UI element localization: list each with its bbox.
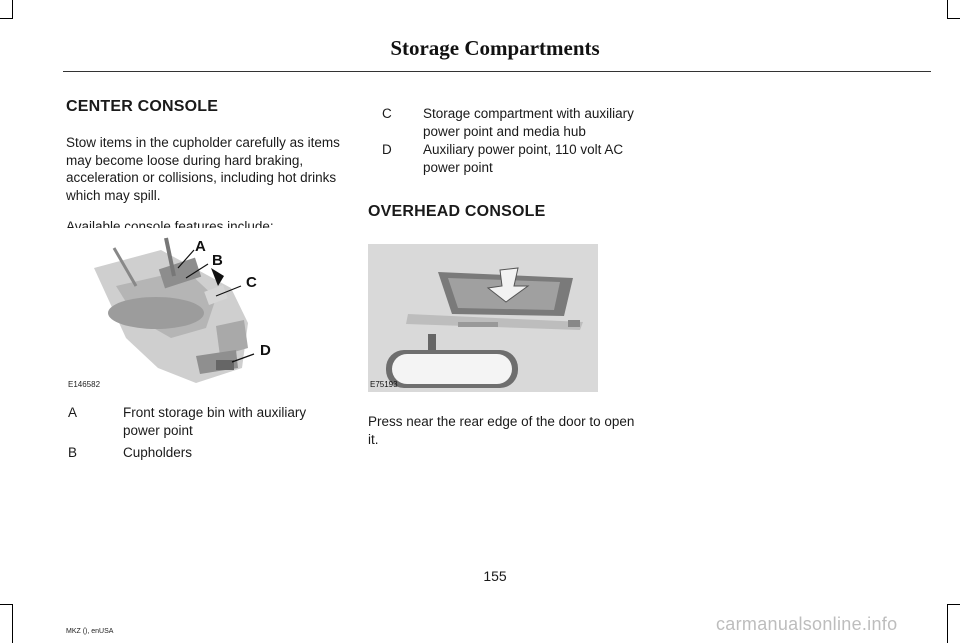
- crop-mark-top-right-h: [947, 18, 960, 19]
- legend-key: A: [68, 405, 78, 420]
- crop-mark-top-left-h: [0, 18, 13, 19]
- legend-text: Auxiliary power point, 110 volt AC power…: [423, 142, 624, 175]
- center-console-illustration: [94, 237, 255, 383]
- legend-key: B: [68, 445, 78, 460]
- legend-key: C: [382, 106, 392, 121]
- legend-text: Cupholders: [123, 445, 193, 460]
- overhead-console-instruction: Press near the rear edge of the door to …: [368, 414, 635, 447]
- legend-text: Storage compartment with auxiliary power…: [423, 106, 634, 139]
- watermark: carmanualsonline.info: [716, 614, 898, 634]
- center-console-heading: CENTER CONSOLE: [66, 98, 219, 115]
- callout-c: C: [246, 274, 257, 291]
- center-console-figure: A B C D E146582: [66, 228, 338, 394]
- center-console-intro: Stow items in the cupholder carefully as…: [66, 135, 340, 203]
- crop-mark-top-right-v: [947, 0, 948, 18]
- legend-row-b: B Cupholders: [68, 444, 348, 464]
- callout-d: D: [260, 342, 271, 359]
- crop-mark-bottom-left-v: [12, 604, 13, 643]
- center-console-figure-code: E146582: [68, 380, 101, 389]
- legend-row-d: D Auxiliary power point, 110 volt AC pow…: [368, 141, 648, 177]
- header-rule: [63, 71, 931, 72]
- page-number: 155: [483, 568, 507, 584]
- callout-a: A: [195, 238, 206, 255]
- crop-mark-bottom-right-v: [947, 604, 948, 643]
- overhead-console-heading: OVERHEAD CONSOLE: [368, 203, 546, 220]
- legend-row-a: A Front storage bin with auxiliary power…: [68, 404, 348, 440]
- crop-mark-bottom-left-h: [0, 604, 13, 605]
- footer-doc-id: MKZ (), enUSA: [66, 628, 114, 635]
- overhead-console-illustration: [368, 244, 598, 392]
- legend-text: Front storage bin with auxiliary power p…: [123, 405, 307, 438]
- legend-row-c: C Storage compartment with auxiliary pow…: [368, 105, 648, 141]
- overhead-console-figure: E75193: [368, 244, 598, 392]
- crop-mark-bottom-right-h: [947, 604, 960, 605]
- callout-b: B: [212, 252, 223, 269]
- page-header-title: Storage Compartments: [390, 36, 600, 60]
- legend-key: D: [382, 142, 392, 157]
- crop-mark-top-left-v: [12, 0, 13, 18]
- center-console-section: CENTER CONSOLE Stow items in the cuphold…: [66, 98, 341, 236]
- overhead-console-figure-code: E75193: [370, 380, 398, 389]
